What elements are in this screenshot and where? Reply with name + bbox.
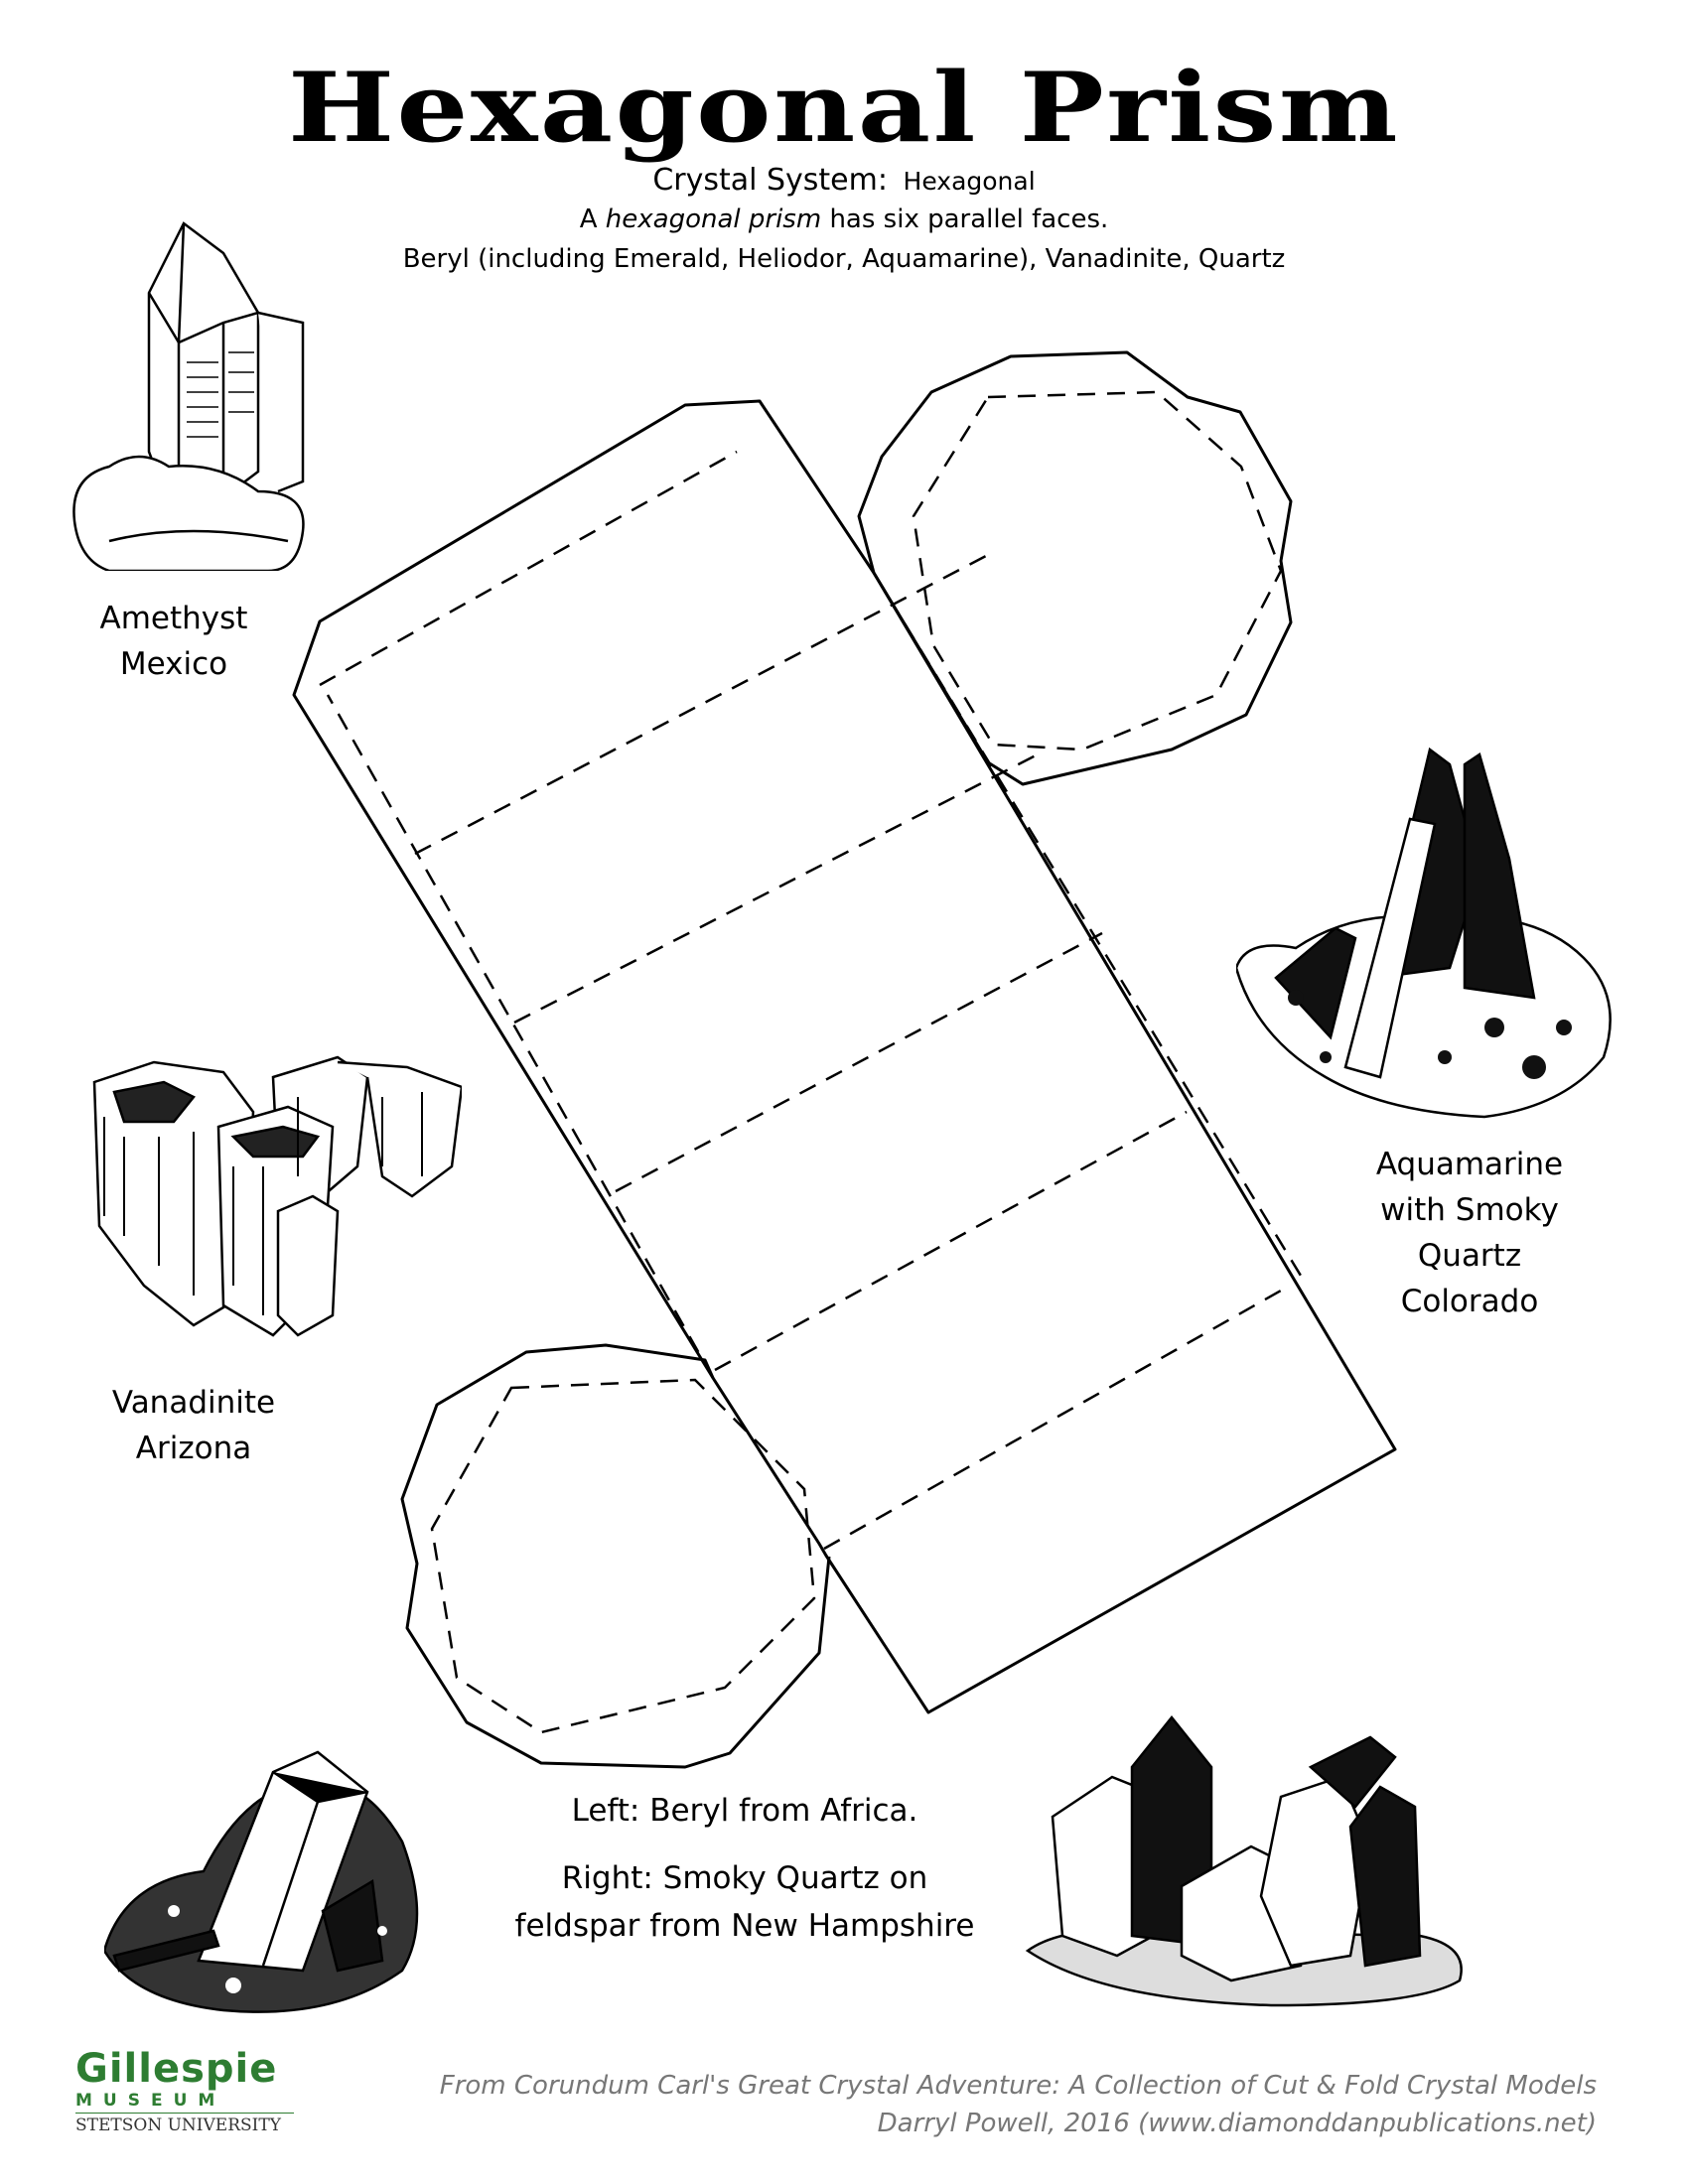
aquamarine-caption-line: Quartz — [1417, 1238, 1522, 1274]
crystal-system-line: Crystal System: Hexagonal — [0, 163, 1688, 198]
vanadinite-caption-line: Vanadinite — [111, 1385, 276, 1421]
aquamarine-caption: Aquamarine with Smoky Quartz Colorado — [1350, 1142, 1589, 1324]
beryl-illustration — [104, 1750, 419, 2013]
vanadinite-caption-line: Arizona — [135, 1431, 252, 1466]
net-top-cap-outline — [857, 350, 1293, 786]
crystal-system-value: Hexagonal — [903, 167, 1036, 196]
amethyst-illustration — [72, 221, 305, 571]
net-bottom-cap-hex — [430, 1378, 816, 1734]
credit-line-1: From Corundum Carl's Great Crystal Adven… — [439, 2071, 1597, 2101]
gillespie-museum-logo: Gillespie MUSEUM STETSON UNIVERSITY — [75, 2049, 304, 2135]
net-fold-5 — [823, 1289, 1282, 1551]
caption-left-beryl: Left: Beryl from Africa. — [571, 1793, 918, 1829]
aquamarine-caption-line: Colorado — [1400, 1284, 1539, 1319]
logo-name: Gillespie — [75, 2046, 278, 2092]
page-title: Hexagonal Prism — [288, 52, 1400, 164]
logo-university: STETSON UNIVERSITY — [75, 2113, 294, 2135]
crystal-system-label: Crystal System: — [652, 163, 888, 198]
aquamarine-illustration — [1236, 747, 1612, 1119]
caption-right-quartz-2: feldspar from New Hampshire — [514, 1908, 975, 1944]
smoky-quartz-illustration — [1025, 1714, 1463, 2007]
examples-line: Beryl (including Emerald, Heliodor, Aqua… — [402, 244, 1286, 274]
net-fold-1 — [414, 554, 987, 856]
source-credit: From Corundum Carl's Great Crystal Adven… — [440, 2067, 1597, 2142]
description-prefix: A — [579, 205, 598, 234]
amethyst-caption-line: Amethyst — [99, 601, 248, 636]
net-tab-top — [319, 450, 738, 687]
aquamarine-caption-line: Aquamarine — [1375, 1147, 1564, 1182]
description-term: hexagonal prism — [605, 205, 822, 234]
net-top-cap-hex — [912, 390, 1283, 751]
description-line: A hexagonal prism has six parallel faces… — [0, 205, 1688, 234]
description-suffix: has six parallel faces. — [829, 205, 1109, 234]
net-bottom-cap-outline — [400, 1343, 831, 1769]
amethyst-caption-line: Mexico — [119, 646, 228, 682]
net-long-fold-a — [872, 572, 1303, 1277]
bottom-caption: Left: Beryl from Africa. Right: Smoky Qu… — [477, 1787, 1013, 1950]
net-strip-outline — [292, 399, 1397, 1714]
vanadinite-caption: Vanadinite Arizona — [84, 1380, 303, 1471]
net-long-fold-b — [326, 694, 715, 1379]
caption-right-quartz-1: Right: Smoky Quartz on — [561, 1860, 928, 1896]
credit-line-2: Darryl Powell, 2016 (www.diamonddanpubli… — [877, 2109, 1597, 2138]
net-fold-4 — [714, 1110, 1188, 1372]
logo-museum: MUSEUM — [75, 2091, 226, 2111]
net-fold-2 — [513, 752, 1039, 1024]
aquamarine-caption-line: with Smoky — [1380, 1192, 1559, 1228]
amethyst-caption: Amethyst Mexico — [74, 596, 273, 687]
net-fold-3 — [615, 931, 1103, 1193]
vanadinite-illustration — [92, 1055, 462, 1337]
